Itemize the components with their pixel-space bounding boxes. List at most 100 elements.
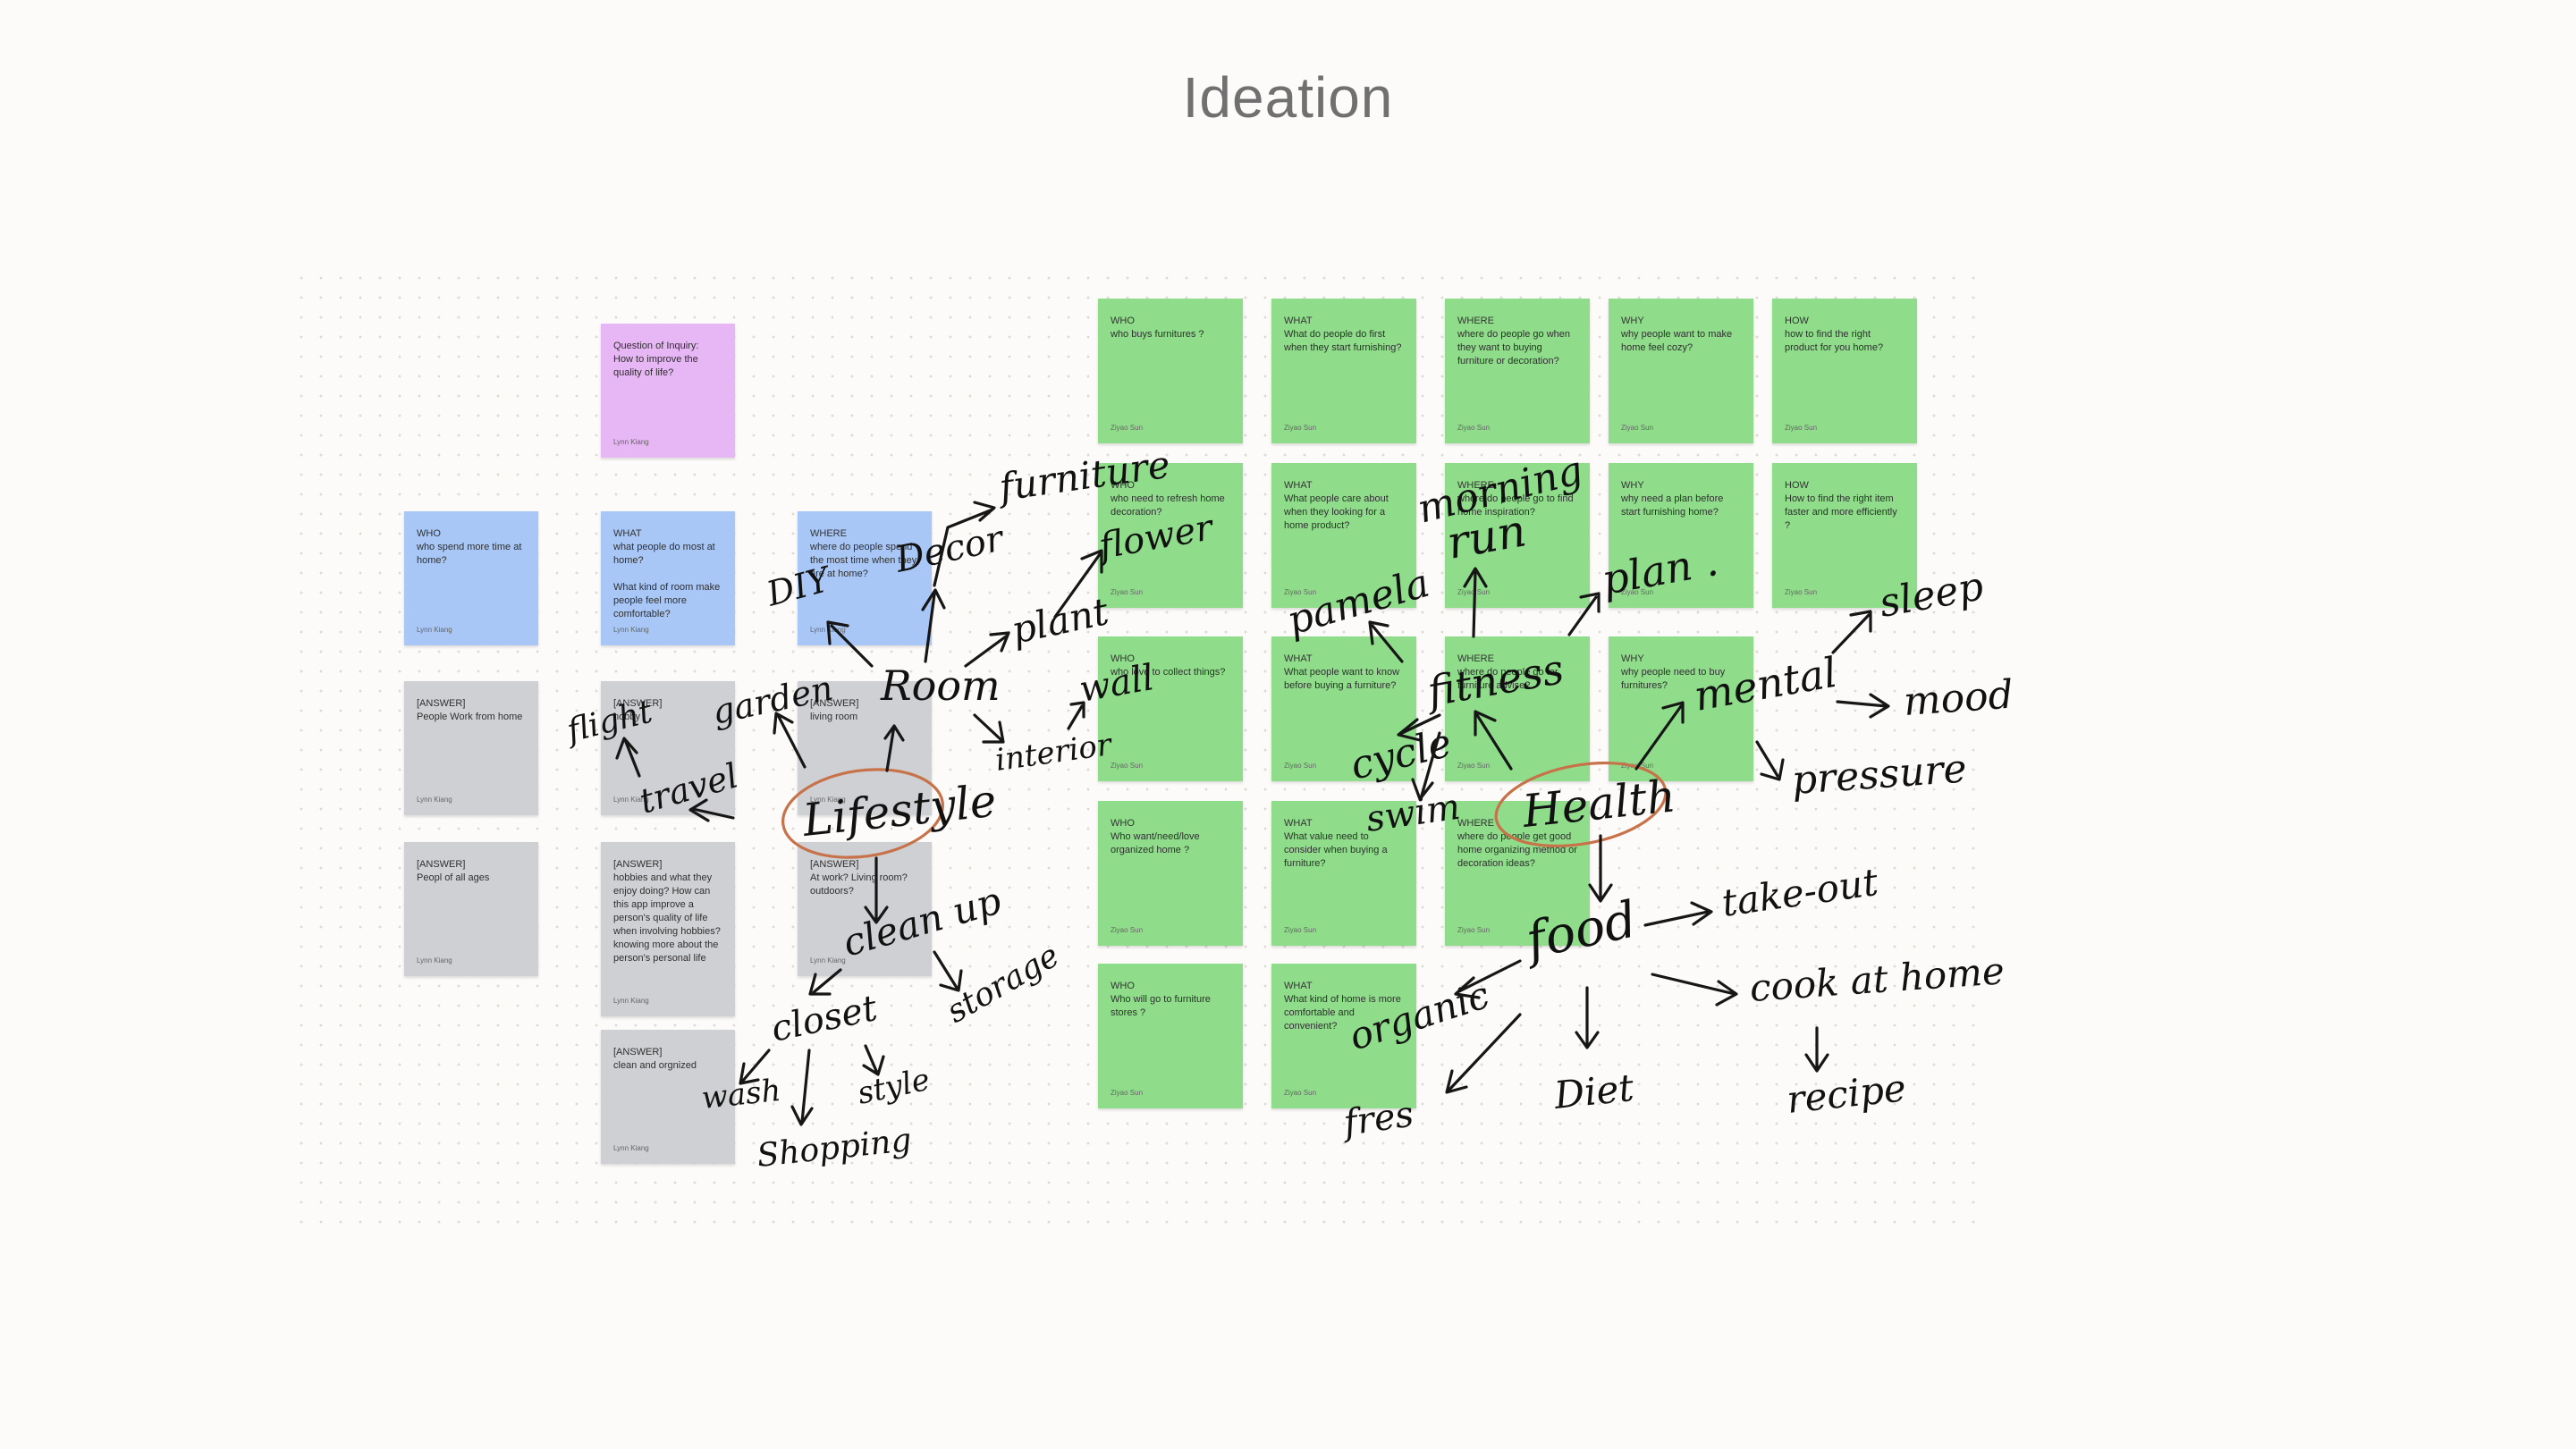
note-category: WHAT — [1284, 818, 1313, 829]
note-body: who buys furnitures ? — [1111, 329, 1204, 340]
sticky-note-where[interactable]: WHERE where do people spend the most tim… — [798, 511, 932, 645]
note-body: why people need to buy furnitures? — [1621, 667, 1726, 691]
answer-sticky-note[interactable]: [ANSWER] At work? Living room? outdoors?… — [798, 842, 932, 976]
note-author: Ziyao Sun — [1111, 424, 1144, 432]
note-body: [ANSWER] clean and orgnized — [613, 1047, 697, 1071]
answer-sticky-note[interactable]: [ANSWER] clean and orgnized Lynn Kiang — [601, 1030, 735, 1164]
note-body: Question of Inquiry: How to improve the … — [613, 341, 699, 378]
note-body: Who want/need/love organized home ? — [1111, 831, 1200, 855]
answer-sticky-note[interactable]: [ANSWER] People Work from home Lynn Kian… — [404, 681, 538, 815]
note-author: Ziyao Sun — [1111, 588, 1144, 596]
note-category: WHO — [1111, 818, 1135, 829]
note-body: where do people go to find home inspirat… — [1457, 493, 1574, 518]
note-author: Ziyao Sun — [1457, 762, 1491, 770]
note-category: WHY — [1621, 653, 1644, 664]
note-body: [ANSWER] hobbies and what they enjoy doi… — [613, 859, 721, 964]
note-author: Ziyao Sun — [1457, 926, 1491, 934]
note-body: [ANSWER] At work? Living room? outdoors? — [810, 859, 908, 897]
note-author: Ziyao Sun — [1111, 926, 1144, 934]
sticky-note-where[interactable]: WHERE where do people go when they want … — [1445, 299, 1590, 443]
page-title: Ideation — [1182, 65, 1394, 130]
note-category: WHAT — [613, 528, 642, 539]
note-category: WHAT — [1284, 480, 1313, 491]
note-author: Lynn Kiang — [417, 796, 452, 804]
note-author: Ziyao Sun — [1111, 762, 1144, 770]
note-author: Lynn Kiang — [613, 1144, 649, 1152]
sticky-note-what[interactable]: WHAT What people want to know before buy… — [1271, 636, 1416, 781]
sticky-note-what[interactable]: WHAT What do people do first when they s… — [1271, 299, 1416, 443]
note-body: [ANSWER] Peopl of all ages — [417, 859, 490, 883]
note-author: Ziyao Sun — [1621, 762, 1654, 770]
note-author: Ziyao Sun — [1457, 424, 1491, 432]
note-author: Ziyao Sun — [1457, 588, 1491, 596]
note-body: where do people go when they want to buy… — [1457, 329, 1570, 366]
note-body: What kind of home is more comfortable an… — [1284, 994, 1401, 1032]
note-author: Lynn Kiang — [613, 438, 649, 446]
answer-sticky-note[interactable]: [ANSWER] Peopl of all ages Lynn Kiang — [404, 842, 538, 976]
sticky-note-what[interactable]: WHAT What value need to consider when bu… — [1271, 801, 1416, 946]
note-author: Lynn Kiang — [810, 956, 846, 965]
note-category: WHO — [417, 528, 441, 539]
sticky-note-how[interactable]: HOW How to find the right item faster an… — [1772, 463, 1917, 608]
note-category: HOW — [1785, 480, 1809, 491]
note-category: WHERE — [1457, 316, 1494, 326]
note-category: WHAT — [1284, 316, 1313, 326]
note-body: What people want to know before buying a… — [1284, 667, 1400, 691]
sticky-note-why[interactable]: WHY why people need to buy furnitures? Z… — [1609, 636, 1753, 781]
sticky-note-who[interactable]: WHO Who want/need/love organized home ? … — [1098, 801, 1243, 946]
note-category: WHERE — [1457, 480, 1494, 491]
note-author: Lynn Kiang — [810, 796, 846, 804]
sticky-note-who[interactable]: WHO who need to refresh home decoration?… — [1098, 463, 1243, 608]
sticky-note-why[interactable]: WHY why need a plan before start furnish… — [1609, 463, 1753, 608]
note-author: Ziyao Sun — [1111, 1089, 1144, 1097]
note-category: WHERE — [1457, 818, 1494, 829]
note-author: Lynn Kiang — [417, 956, 452, 965]
note-author: Ziyao Sun — [1621, 424, 1654, 432]
answer-sticky-note[interactable]: [ANSWER] living room Lynn Kiang — [798, 681, 932, 815]
note-body: Who will go to furniture stores ? — [1111, 994, 1211, 1018]
note-author: Ziyao Sun — [1284, 1089, 1317, 1097]
note-category: WHO — [1111, 653, 1135, 664]
sticky-note-where[interactable]: WHERE where do people get good home orga… — [1445, 801, 1590, 946]
note-body: What value need to consider when buying … — [1284, 831, 1388, 869]
note-body: What people care about when they looking… — [1284, 493, 1389, 531]
note-body: [ANSWER] living room — [810, 698, 859, 722]
sticky-note-why[interactable]: WHY why people want to make home feel co… — [1609, 299, 1753, 443]
note-author: Lynn Kiang — [810, 626, 846, 634]
note-body: where do people get good home organizing… — [1457, 831, 1577, 869]
note-category: WHAT — [1284, 981, 1313, 991]
note-body: What do people do first when they start … — [1284, 329, 1402, 353]
sticky-note-who[interactable]: WHO who love to collect things? Ziyao Su… — [1098, 636, 1243, 781]
sticky-note-who[interactable]: WHO who spend more time at home? Lynn Ki… — [404, 511, 538, 645]
note-body: How to find the right item faster and mo… — [1785, 493, 1897, 531]
note-body: [ANSWER] People Work from home — [417, 698, 523, 722]
sticky-note-how[interactable]: HOW how to find the right product for yo… — [1772, 299, 1917, 443]
sticky-note-where[interactable]: WHERE where do people go for furniture a… — [1445, 636, 1590, 781]
answer-sticky-note[interactable]: [ANSWER] hobbies and what they enjoy doi… — [601, 842, 735, 1016]
note-body: who spend more time at home? — [417, 542, 522, 566]
note-author: Lynn Kiang — [613, 796, 649, 804]
note-category: WHO — [1111, 981, 1135, 991]
note-category: WHAT — [1284, 653, 1313, 664]
sticky-note-what[interactable]: WHAT What people care about when they lo… — [1271, 463, 1416, 608]
note-category: WHERE — [810, 528, 847, 539]
note-author: Ziyao Sun — [1785, 588, 1818, 596]
note-category: WHERE — [1457, 653, 1494, 664]
note-author: Ziyao Sun — [1621, 588, 1654, 596]
sticky-note-who[interactable]: WHO Who will go to furniture stores ? Zi… — [1098, 964, 1243, 1108]
note-category: WHY — [1621, 316, 1644, 326]
sticky-note-who[interactable]: WHO who buys furnitures ? Ziyao Sun — [1098, 299, 1243, 443]
note-category: WHO — [1111, 316, 1135, 326]
note-body: how to find the right product for you ho… — [1785, 329, 1884, 353]
note-body: who need to refresh home decoration? — [1111, 493, 1225, 518]
note-body: why people want to make home feel cozy? — [1621, 329, 1733, 353]
note-author: Lynn Kiang — [613, 997, 649, 1005]
sticky-note-where[interactable]: WHERE where do people go to find home in… — [1445, 463, 1590, 608]
sticky-note-what[interactable]: WHAT what people do most at home? What k… — [601, 511, 735, 645]
note-author: Ziyao Sun — [1284, 926, 1317, 934]
sticky-note-what[interactable]: WHAT What kind of home is more comfortab… — [1271, 964, 1416, 1108]
answer-sticky-note[interactable]: [ANSWER] hobby Lynn Kiang — [601, 681, 735, 815]
inquiry-sticky-note[interactable]: Question of Inquiry: How to improve the … — [601, 324, 735, 458]
note-body: who love to collect things? — [1111, 667, 1226, 678]
note-body: what people do most at home? What kind o… — [613, 542, 721, 619]
